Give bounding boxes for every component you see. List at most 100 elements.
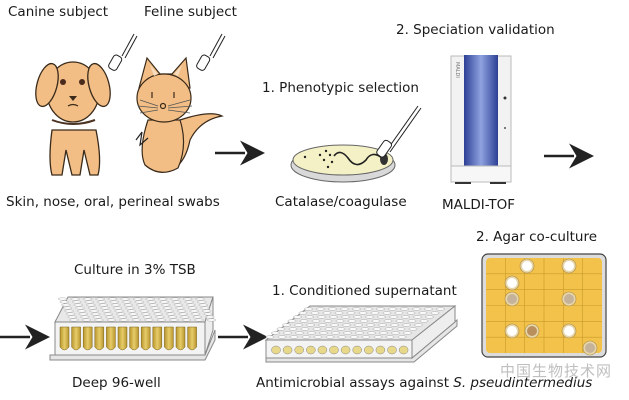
well <box>176 309 187 313</box>
well <box>170 297 180 301</box>
well <box>277 335 287 339</box>
well <box>155 315 165 319</box>
well <box>293 315 302 319</box>
well <box>370 311 380 315</box>
well <box>313 335 323 339</box>
well <box>418 311 428 315</box>
swab-icon <box>108 33 138 71</box>
well <box>322 311 332 315</box>
well <box>172 300 182 304</box>
well <box>373 335 383 339</box>
well <box>198 303 209 307</box>
well <box>265 335 275 339</box>
well <box>306 323 315 327</box>
well <box>346 311 356 315</box>
well <box>112 306 123 310</box>
well <box>340 345 351 355</box>
well <box>276 327 286 331</box>
well-tube <box>82 326 93 351</box>
well <box>180 315 190 319</box>
well <box>329 345 339 355</box>
phenotypic-selection-title: 1. Phenotypic selection <box>262 80 419 96</box>
well <box>334 311 344 315</box>
well <box>312 327 322 331</box>
well <box>148 303 159 307</box>
well <box>72 300 82 304</box>
well <box>382 311 392 315</box>
well <box>379 331 388 335</box>
well <box>97 300 107 304</box>
well <box>61 303 71 307</box>
well <box>359 319 369 323</box>
well <box>80 315 90 319</box>
well <box>401 315 410 319</box>
well <box>412 307 421 311</box>
well <box>295 331 304 335</box>
well <box>436 307 445 311</box>
well <box>307 331 316 335</box>
well <box>282 323 291 327</box>
well <box>358 311 368 315</box>
agar-co-culture-title: 2. Agar co-culture <box>476 229 598 245</box>
well <box>365 315 374 319</box>
agar-co-culture-plate-icon <box>481 253 607 358</box>
well <box>59 300 69 304</box>
well <box>395 319 405 323</box>
well <box>336 327 346 331</box>
well <box>400 307 409 311</box>
well <box>384 327 394 331</box>
well <box>335 319 345 323</box>
well <box>419 319 429 323</box>
well <box>200 306 210 310</box>
well <box>299 319 309 323</box>
well <box>164 309 174 313</box>
well <box>282 345 293 355</box>
well <box>340 307 349 311</box>
well <box>201 309 212 313</box>
petri-dish-icon <box>290 105 422 183</box>
well <box>91 312 101 316</box>
well <box>361 335 371 339</box>
well <box>206 318 217 322</box>
well <box>331 331 340 335</box>
well <box>311 319 321 323</box>
well <box>414 323 423 327</box>
well <box>385 335 395 339</box>
well <box>294 323 303 327</box>
well <box>117 315 128 319</box>
maldi-brand-text: MALDI <box>454 62 460 78</box>
well <box>203 312 213 316</box>
well <box>354 323 363 327</box>
well-tube <box>164 326 174 351</box>
canine-subject-label: Canine subject <box>8 4 109 20</box>
well <box>130 315 140 319</box>
well <box>391 331 400 335</box>
well <box>153 312 163 316</box>
well <box>372 327 382 331</box>
well-tube <box>152 326 163 351</box>
well <box>300 327 310 331</box>
well <box>161 303 171 307</box>
well <box>166 312 176 316</box>
antimicrobial-assays-caption: Antimicrobial assays against S. pseudint… <box>256 376 592 391</box>
well <box>317 345 328 355</box>
catalase-coagulase-caption: Catalase/coagulase <box>275 194 407 210</box>
well <box>406 311 416 315</box>
well <box>114 309 124 313</box>
well <box>181 318 192 322</box>
well <box>430 311 440 315</box>
well <box>66 312 76 316</box>
well <box>364 307 373 311</box>
well <box>81 318 92 322</box>
well <box>271 345 281 355</box>
well <box>100 306 110 310</box>
cat-illustration <box>135 56 224 173</box>
well <box>301 335 311 339</box>
well <box>157 297 168 301</box>
well <box>128 312 138 316</box>
culture-tsb-title: Culture in 3% TSB <box>74 262 196 278</box>
well <box>394 311 404 315</box>
well <box>378 323 387 327</box>
well <box>305 315 314 319</box>
well <box>87 306 98 310</box>
